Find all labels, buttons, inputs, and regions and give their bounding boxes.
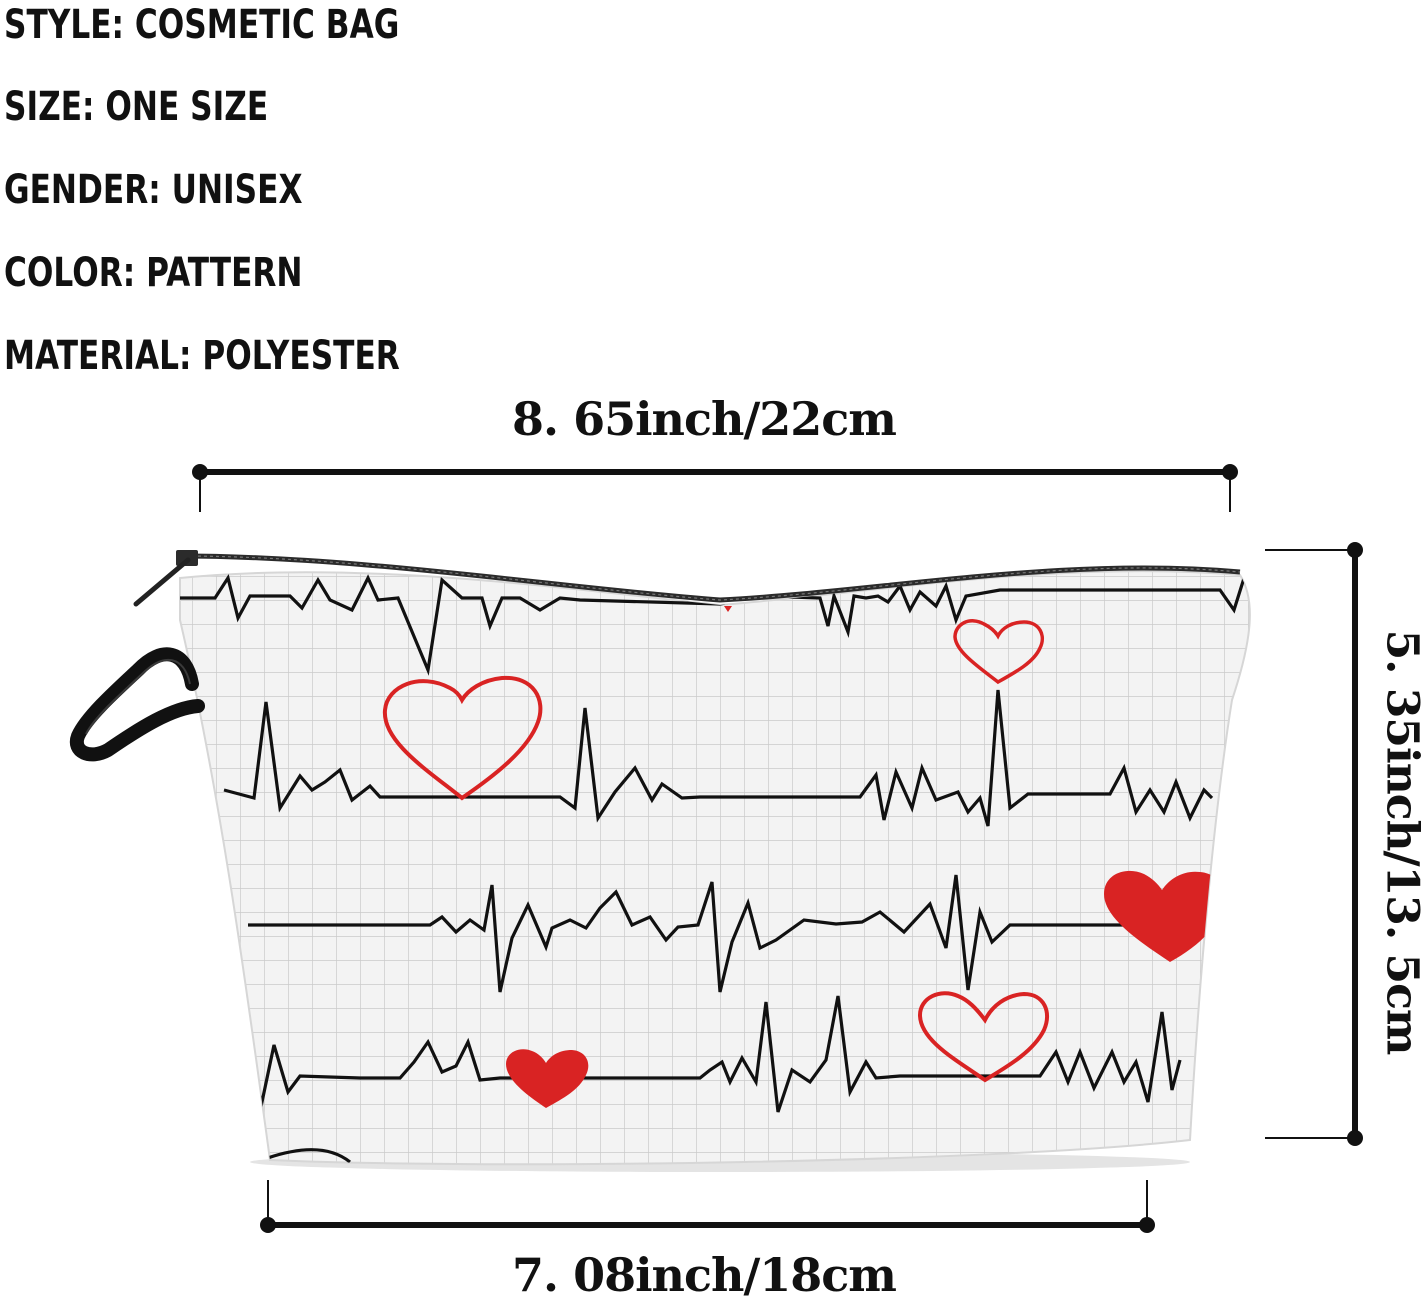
spec-gender-sep: : xyxy=(148,167,172,213)
bottom-width-dimension-line xyxy=(260,1180,1155,1233)
strap-loop-icon xyxy=(69,647,205,762)
spec-style-sep: : xyxy=(111,2,135,48)
spec-size: SIZE: ONE SIZE xyxy=(4,84,268,130)
spec-color-value: PATTERN xyxy=(146,250,303,296)
spec-gender-label: GENDER xyxy=(4,167,149,213)
spec-material: MATERIAL: POLYESTER xyxy=(4,333,400,379)
spec-size-label: SIZE xyxy=(4,84,83,130)
width-dimension-line xyxy=(192,464,1238,512)
spec-color-label: COLOR xyxy=(4,250,123,296)
spec-material-label: MATERIAL xyxy=(4,333,180,379)
spec-gender-value: UNISEX xyxy=(171,167,303,213)
spec-color-sep: : xyxy=(122,250,147,296)
zipper-pull-icon xyxy=(133,550,198,607)
spec-material-sep: : xyxy=(179,333,203,379)
spec-size-sep: : xyxy=(82,84,106,130)
spec-style-label: STYLE xyxy=(4,2,112,48)
heart-icon xyxy=(953,619,1045,685)
height-dimension-label: 5. 35inch/13. 5cm xyxy=(1376,629,1424,1055)
height-dimension-line xyxy=(1265,542,1363,1146)
heart-icon xyxy=(506,1049,589,1108)
spec-gender: GENDER: UNISEX xyxy=(4,167,303,213)
heart-icon xyxy=(917,991,1050,1083)
spec-material-value: POLYESTER xyxy=(202,333,400,379)
heart-icon xyxy=(382,675,543,801)
heart-icon xyxy=(1104,870,1226,962)
cosmetic-bag-icon xyxy=(69,550,1251,1172)
spec-style: STYLE: COSMETIC BAG xyxy=(4,2,399,48)
spec-color: COLOR: PATTERN xyxy=(4,250,303,296)
spec-size-value: ONE SIZE xyxy=(105,84,269,130)
width-dimension-label: 8. 65inch/22cm xyxy=(512,392,897,446)
spec-style-value: COSMETIC BAG xyxy=(134,2,400,48)
bottom-width-dimension-label: 7. 08inch/18cm xyxy=(512,1248,897,1302)
